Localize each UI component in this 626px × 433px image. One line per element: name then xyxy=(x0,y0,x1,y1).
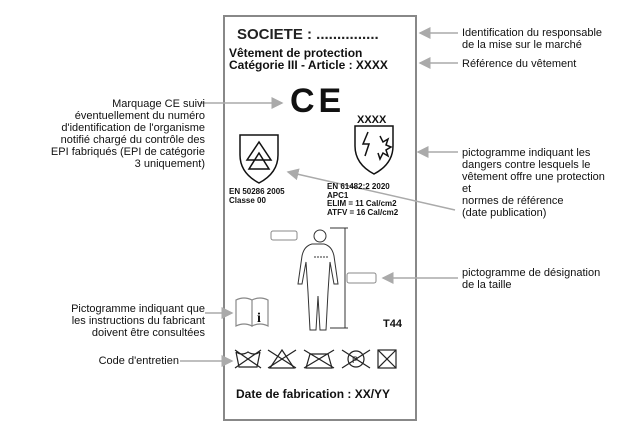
person-size-icon xyxy=(270,227,377,331)
garment-label xyxy=(223,15,417,421)
care-symbols-icon: P xyxy=(234,348,397,369)
annotation-line: de la taille xyxy=(462,279,512,291)
garment-category: Catégorie III - Article : XXXX xyxy=(229,58,388,72)
std2-line: ATFV = 16 Cal/cm2 xyxy=(327,207,399,217)
annotation-line: éventuellement du numéro xyxy=(74,110,205,122)
annotation-line: doivent être consultées xyxy=(91,327,205,339)
shield-arc-flash-icon xyxy=(354,125,394,175)
annotation-line: Pictogramme indiquant que xyxy=(71,303,205,315)
std1-line: Classe 00 xyxy=(229,196,266,205)
ce-mark: CE xyxy=(290,82,346,120)
svg-text:i: i xyxy=(257,311,261,326)
size-value: T44 xyxy=(383,318,402,330)
annotation-line: (date publication) xyxy=(462,207,547,219)
annotation-line: de la mise sur le marché xyxy=(462,39,582,51)
annotation-line: dangers contre lesquels le xyxy=(462,159,591,171)
annotation-line: EPI fabriqués (EPI de catégorie xyxy=(50,146,205,158)
company-field: SOCIETE : ............... xyxy=(237,26,379,43)
arrows xyxy=(180,27,458,367)
annotation-reference: Référence du vêtement xyxy=(462,58,577,70)
garment-title: Vêtement de protection xyxy=(229,46,363,60)
manufacture-date: Date de fabrication : XX/YY xyxy=(236,387,391,401)
annotation-line: les instructions du fabricant xyxy=(71,315,205,327)
annotation-line: normes de référence xyxy=(462,195,564,207)
annotation-line: Marquage CE suivi xyxy=(112,98,205,110)
instructions-book-icon: i xyxy=(235,297,269,327)
notified-body-number: XXXX xyxy=(357,114,387,126)
annotation-line: d'identification de l'organisme xyxy=(61,122,205,134)
std1-line: EN 50286 2005 xyxy=(229,187,285,196)
annotation-line: pictogramme indiquant les xyxy=(462,147,591,159)
std2-line: APC1 xyxy=(327,190,349,200)
annotation-line: notifié chargé du contrôle des xyxy=(60,134,205,146)
annotation-line: et xyxy=(462,183,472,195)
annotation-entretien: Code d'entretien xyxy=(98,355,179,367)
std2-line: EN 61482:2 2020 xyxy=(327,182,390,191)
annotation-line: pictogramme de désignation xyxy=(462,267,601,279)
annotation-line: vêtement offre une protection xyxy=(462,171,605,183)
shield-triangles-icon xyxy=(239,134,279,184)
std2-line: ELIM = 11 Cal/cm2 xyxy=(327,199,397,208)
annotation-line: 3 uniquement) xyxy=(134,158,205,170)
annotation-line: Identification du responsable xyxy=(462,27,603,39)
